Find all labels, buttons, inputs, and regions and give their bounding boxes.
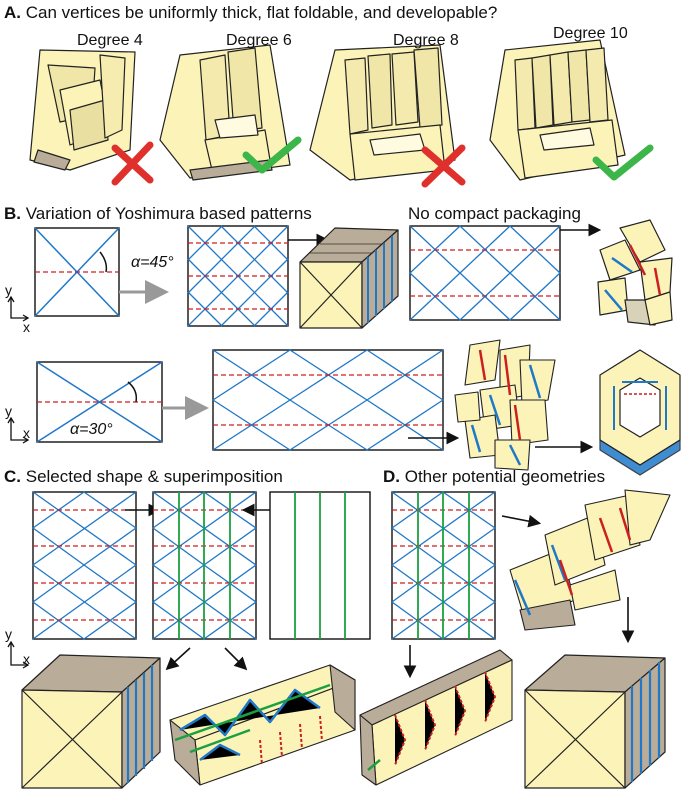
vertex-degree-6: [159, 44, 291, 181]
panel-a-title: Can vertices be uniformly thick, flat fo…: [25, 3, 498, 22]
pattern-30: [212, 349, 444, 451]
loose-spiral-30: [454, 339, 556, 471]
folded-block-d: [524, 654, 666, 789]
arrow-7: [165, 647, 191, 671]
unit-cell-30: [36, 361, 163, 443]
panel-c-title: Selected shape & superimposition: [25, 467, 283, 486]
degree-label-4: Degree 10: [553, 25, 628, 42]
degree-label-1: Degree 4: [77, 32, 143, 49]
axis-indicator-c: [7, 640, 30, 669]
cross-mark-1: [111, 141, 154, 186]
vertex-degree-4: [29, 49, 136, 171]
panel-d-title: Other potential geometries: [404, 467, 606, 486]
loose-ring-45: [597, 219, 673, 326]
angle-label-30: α=30°: [70, 421, 113, 438]
panel-d-heading: D. Other potential geometries: [383, 468, 605, 485]
panel-b-letter: B.: [4, 204, 21, 223]
pattern-c-middle: [152, 491, 257, 640]
angle-label-45: α=45°: [131, 254, 174, 271]
pattern-c-left: [32, 491, 137, 640]
arrow-9: [501, 514, 542, 528]
folded-block-45: [299, 227, 399, 329]
panel-b-heading: B. Variation of Yoshimura based patterns: [4, 205, 312, 222]
pattern-d: [391, 491, 496, 640]
pattern-no-compact: [409, 225, 561, 321]
panel-c-letter: C.: [4, 467, 21, 486]
axis-x-label-b2: x: [23, 425, 30, 441]
open-channel-c: [169, 664, 356, 786]
axis-y-label-c: y: [5, 626, 12, 642]
panel-d-letter: D.: [383, 467, 400, 486]
panel-a-letter: A.: [4, 3, 21, 22]
vertex-degree-8: [309, 44, 456, 181]
degree-label-2: Degree 6: [226, 32, 292, 49]
vertex-degree-10: [489, 39, 626, 181]
axis-indicator-b2: [7, 416, 30, 444]
pattern-c-right: [269, 491, 371, 640]
cross-mark-2: [421, 144, 466, 188]
arrow-8: [224, 647, 248, 671]
check-mark-2: [592, 144, 654, 181]
panel-b-subtitle: No compact packaging: [408, 204, 581, 223]
check-mark-1: [242, 136, 302, 174]
panel-c-heading: C. Selected shape & superimposition: [4, 468, 283, 485]
folded-block-c: [21, 654, 161, 789]
panel-b-title: Variation of Yoshimura based patterns: [25, 204, 312, 223]
axis-indicator-b1: [7, 295, 30, 322]
panel-a-heading: A. Can vertices be uniformly thick, flat…: [4, 4, 497, 21]
axis-x-label-b1: x: [23, 319, 30, 335]
axis-y-label-b2: y: [5, 403, 12, 419]
pattern-45: [187, 225, 289, 327]
beam-d: [359, 649, 513, 786]
axis-y-label-b1: y: [5, 282, 12, 298]
spiral-d: [509, 489, 671, 631]
unit-cell-45: [34, 227, 120, 317]
degree-label-3: Degree 8: [393, 32, 459, 49]
axis-x-label-c: x: [23, 651, 30, 667]
octagonal-tube: [599, 349, 681, 476]
